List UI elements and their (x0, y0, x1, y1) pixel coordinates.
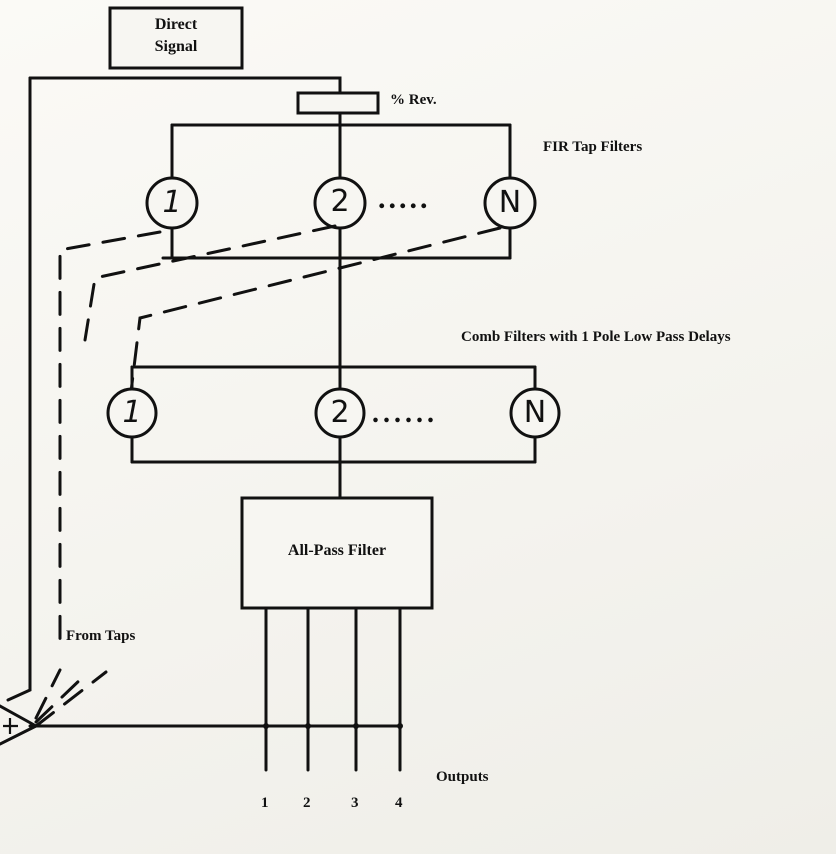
direct-signal-box (108, 6, 244, 70)
reverb-label: % Rev. (390, 92, 437, 108)
comb-node-1-label: 1 (122, 395, 142, 430)
output-3-label: 3 (351, 795, 359, 811)
comb-drops (130, 365, 537, 393)
comb-rises (130, 435, 537, 464)
tap-line-1 (58, 230, 162, 642)
tap-arrow-2 (34, 674, 86, 724)
plus-icon (3, 718, 18, 734)
fir-node-n-label: N (498, 185, 522, 220)
allpass-label: All-Pass Filter (287, 542, 387, 559)
fir-node-1-label: 1 (162, 185, 182, 220)
output-2-label: 2 (303, 795, 311, 811)
reverb-slider (296, 91, 380, 115)
comb-node-2-label: 2 (330, 395, 350, 430)
comb-title: Comb Filters with 1 Pole Low Pass Delays (461, 329, 731, 345)
junction-dot-4 (397, 723, 403, 729)
tap-line-2 (83, 224, 337, 342)
output-4-label: 4 (395, 795, 403, 811)
junction-dot-2 (305, 723, 311, 729)
direct-feed-wire (28, 76, 342, 94)
allpass-box (240, 496, 434, 610)
output-lines (264, 606, 402, 772)
tap-line-3 (128, 226, 502, 402)
junction-dot-3 (353, 723, 359, 729)
from-taps-label: From Taps (66, 628, 136, 644)
junction-dot-1 (263, 723, 269, 729)
output-1-label: 1 (261, 795, 269, 811)
fir-ellipsis: ..... (378, 182, 431, 215)
comb-node-n-label: N (523, 395, 547, 430)
direct-signal-label: Direct Signal (110, 14, 242, 58)
outputs-label: Outputs (436, 769, 489, 785)
direct-signal-line2: Signal (154, 38, 198, 55)
fir-rises (170, 226, 512, 260)
fir-node-2-label: 2 (330, 184, 350, 219)
direct-signal-line1: Direct (154, 16, 198, 33)
direct-bypass-wire (6, 76, 32, 702)
fir-title: FIR Tap Filters (543, 139, 643, 155)
fir-drops (170, 123, 512, 180)
tap-arrow-3 (34, 670, 108, 728)
comb-ellipsis: ...... (372, 398, 438, 429)
tap-arrow-1 (34, 668, 62, 720)
